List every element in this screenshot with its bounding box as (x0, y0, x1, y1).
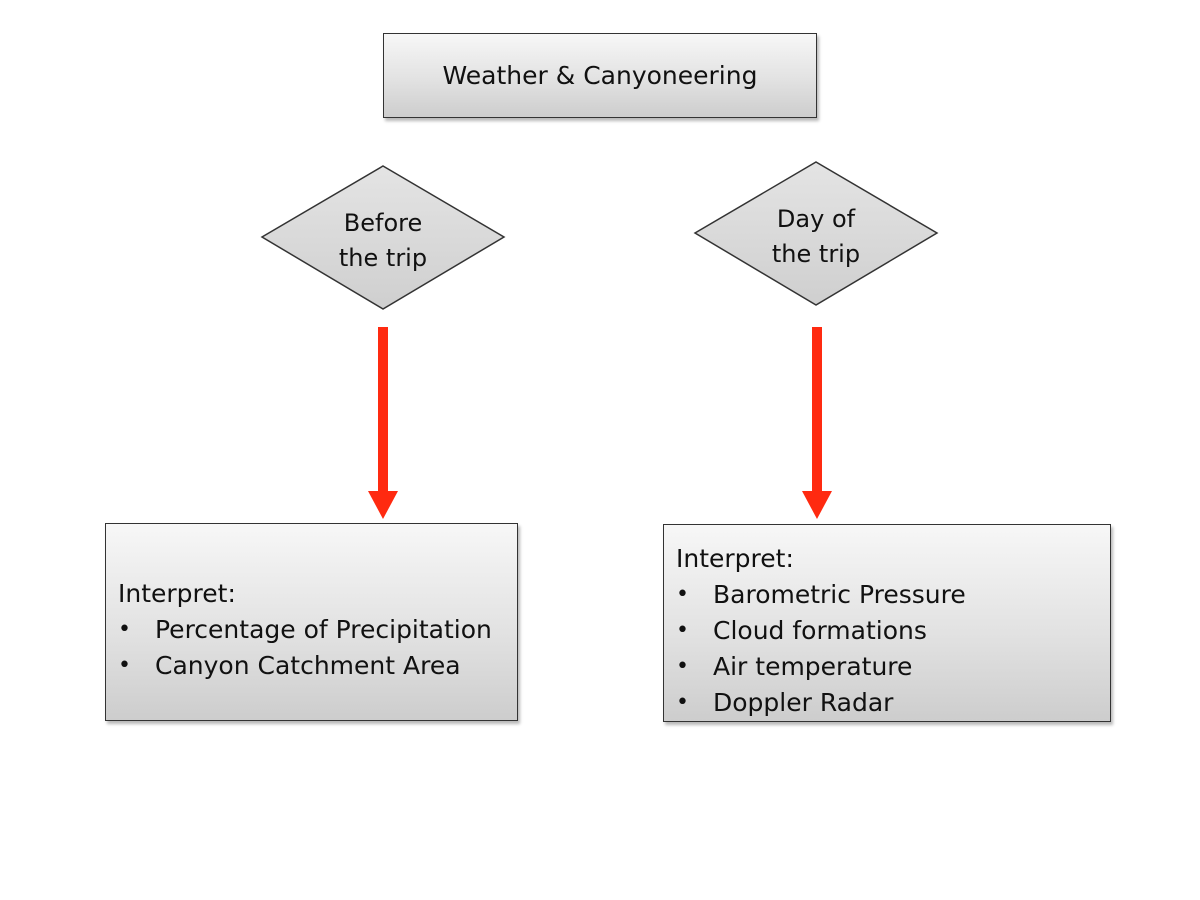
before-trip-interpret-box: Interpret: • Percentage of Precipitation… (105, 523, 518, 721)
decision-before-the-trip: Before the trip (260, 165, 506, 310)
bullet-icon: • (676, 582, 689, 607)
bullet-icon: • (676, 690, 689, 715)
interpret-list: • Barometric Pressure • Cloud formations… (676, 577, 1110, 721)
interpret-list: • Percentage of Precipitation • Canyon C… (118, 612, 517, 684)
list-item-text: Percentage of Precipitation (155, 615, 492, 644)
decision-diamond-shape (260, 165, 506, 310)
arrow-head (802, 491, 832, 519)
list-item: • Doppler Radar (676, 685, 1110, 721)
arrow-shaft (378, 327, 388, 492)
list-item: • Cloud formations (676, 613, 1110, 649)
list-item: • Canyon Catchment Area (118, 648, 517, 684)
decision-diamond-shape (693, 161, 939, 306)
list-item: • Air temperature (676, 649, 1110, 685)
interpret-heading: Interpret: (118, 579, 236, 608)
diagram-title: Weather & Canyoneering (442, 61, 758, 90)
interpret-heading: Interpret: (676, 544, 794, 573)
decision-label-line-2: the trip (772, 240, 860, 268)
arrow-head (368, 491, 398, 519)
decision-label-line-1: Before (344, 209, 422, 237)
bullet-icon: • (676, 654, 689, 679)
list-item: • Percentage of Precipitation (118, 612, 517, 648)
arrow-left-down (368, 327, 398, 519)
list-item-text: Barometric Pressure (713, 580, 966, 609)
list-item-text: Air temperature (713, 652, 913, 681)
title-box: Weather & Canyoneering (383, 33, 817, 118)
arrow-right-down (802, 327, 832, 519)
decision-label-line-2: the trip (339, 244, 427, 272)
list-item-text: Canyon Catchment Area (155, 651, 461, 680)
bullet-icon: • (676, 618, 689, 643)
day-of-trip-interpret-box: Interpret: • Barometric Pressure • Cloud… (663, 524, 1111, 722)
arrow-shaft (812, 327, 822, 492)
bullet-icon: • (118, 617, 131, 642)
list-item-text: Doppler Radar (713, 688, 894, 717)
bullet-icon: • (118, 653, 131, 678)
decision-day-of-the-trip: Day of the trip (693, 161, 939, 306)
list-item: • Barometric Pressure (676, 577, 1110, 613)
list-item-text: Cloud formations (713, 616, 927, 645)
decision-label-line-1: Day of (777, 205, 856, 233)
